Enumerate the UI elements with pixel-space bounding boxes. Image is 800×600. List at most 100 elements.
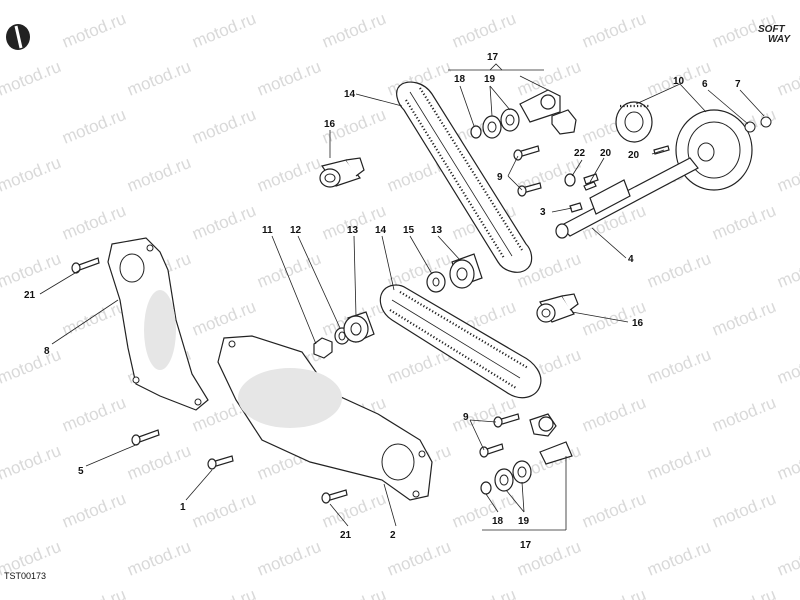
callout-10: 10	[673, 76, 685, 87]
watermark-text: motod.ru	[59, 9, 128, 52]
watermark-text: motod.ru	[384, 537, 453, 580]
watermark-text: motod.ru	[124, 0, 193, 4]
watermark-text: motod.ru	[709, 297, 778, 340]
watermark-text: motod.ru	[579, 9, 648, 52]
callout-2: 2	[390, 530, 396, 541]
watermark-text: motod.ru	[189, 105, 258, 148]
callout-15: 15	[403, 225, 415, 236]
lower-idler-parts	[313, 253, 483, 359]
callout-22: 22	[574, 148, 586, 159]
callout-20: 20	[600, 148, 612, 159]
watermark-text: motod.ru	[189, 585, 258, 600]
lower-spacer-bush	[536, 293, 579, 323]
callout-12: 12	[290, 225, 302, 236]
watermark-text: motod.ru	[644, 537, 713, 580]
watermark-text: motod.ru	[0, 345, 64, 388]
watermark-text: motod.ru	[709, 489, 778, 532]
watermark-text: motod.ru	[579, 489, 648, 532]
watermark-text: motod.ru	[0, 153, 64, 196]
callout-9: 9	[497, 172, 503, 183]
callout-14: 14	[344, 89, 356, 100]
camshaft	[555, 157, 699, 239]
upper-spacer-bush	[319, 157, 365, 188]
leader-lines	[39, 63, 765, 531]
callout-20: 20	[628, 150, 640, 161]
logo-way-text: WAY	[768, 34, 791, 45]
callout-21: 21	[24, 290, 36, 301]
watermark-text: motod.ru	[124, 153, 193, 196]
upper-tensioner-group	[470, 89, 577, 139]
watermark-text: motod.ru	[579, 585, 648, 600]
watermark-text: motod.ru	[0, 57, 64, 100]
watermark-text: motod.ru	[709, 585, 778, 600]
watermark-text: motod.ru	[59, 489, 128, 532]
watermark-text: motod.ru	[449, 585, 518, 600]
callout-19: 19	[484, 74, 496, 85]
callout-17: 17	[487, 52, 499, 63]
callout-18: 18	[454, 74, 466, 85]
watermark-text: motod.ru	[774, 441, 800, 484]
watermark-text: motod.ru	[709, 201, 778, 244]
watermark-text: motod.ru	[319, 9, 388, 52]
front-belt-cover	[217, 335, 433, 501]
watermark-text: motod.ru	[189, 297, 258, 340]
watermark-text: motod.ru	[449, 393, 518, 436]
callout-18: 18	[492, 516, 504, 527]
watermark-text: motod.ru	[644, 249, 713, 292]
watermark-text: motod.ru	[774, 537, 800, 580]
watermark-text: motod.ru	[124, 537, 193, 580]
watermark-text: motod.ru	[319, 585, 388, 600]
watermark-text: motod.ru	[449, 9, 518, 52]
watermark-text: motod.ru	[254, 0, 323, 4]
watermark-text: motod.ru	[384, 0, 453, 4]
watermark-text: motod.ru	[774, 249, 800, 292]
watermark-text: motod.ru	[644, 345, 713, 388]
watermark-text: motod.ru	[124, 57, 193, 100]
watermark-text: motod.ru	[0, 441, 64, 484]
logo-soft-text: SOFT	[758, 24, 786, 35]
watermark-text: motod.ru	[59, 105, 128, 148]
watermark-text: motod.ru	[774, 345, 800, 388]
callout-13: 13	[347, 225, 359, 236]
upper-screws	[513, 145, 542, 197]
lower-timing-belt	[379, 284, 542, 399]
watermark-text: motod.ru	[774, 153, 800, 196]
callout-14: 14	[375, 225, 387, 236]
watermark-text: motod.ru	[254, 153, 323, 196]
callout-11: 11	[262, 225, 273, 236]
watermark-text: motod.ru	[59, 297, 128, 340]
callout-4: 4	[628, 254, 634, 265]
watermark-text: motod.ru	[189, 9, 258, 52]
callout-6: 6	[702, 79, 708, 90]
watermark-text: motod.ru	[59, 201, 128, 244]
drawing-code: TST00173	[4, 571, 47, 581]
callout-16: 16	[324, 119, 336, 130]
callout-5: 5	[78, 466, 84, 477]
watermark-text: motod.ru	[254, 57, 323, 100]
watermark-text: motod.ru	[709, 393, 778, 436]
callout-3: 3	[540, 207, 546, 218]
watermark-text: motod.ru	[124, 441, 193, 484]
callout-labels: 14 16 17 18 19 10 6 7 20 20 22 9 3 4 11 …	[24, 52, 741, 551]
callout-9: 9	[463, 412, 469, 423]
watermark-text: motod.ru	[254, 537, 323, 580]
callout-19: 19	[518, 516, 530, 527]
callout-13: 13	[431, 225, 443, 236]
lower-tensioner-group	[479, 413, 573, 495]
callout-7: 7	[735, 79, 741, 90]
cover-screws	[71, 257, 348, 504]
watermark-text: motod.ru	[644, 441, 713, 484]
watermark-text: motod.ru	[774, 0, 800, 4]
watermark-text: motod.ru	[514, 0, 583, 4]
callout-21: 21	[340, 530, 352, 541]
watermark-text: motod.ru	[579, 393, 648, 436]
watermark-text: motod.ru	[189, 489, 258, 532]
callout-1: 1	[180, 502, 186, 513]
watermark-text: motod.ru	[59, 585, 128, 600]
callout-8: 8	[44, 346, 50, 357]
watermark-text: motod.ru	[449, 489, 518, 532]
upper-timing-belt	[396, 81, 533, 273]
watermark-text: motod.ru	[644, 0, 713, 4]
rear-belt-cover	[107, 237, 209, 411]
